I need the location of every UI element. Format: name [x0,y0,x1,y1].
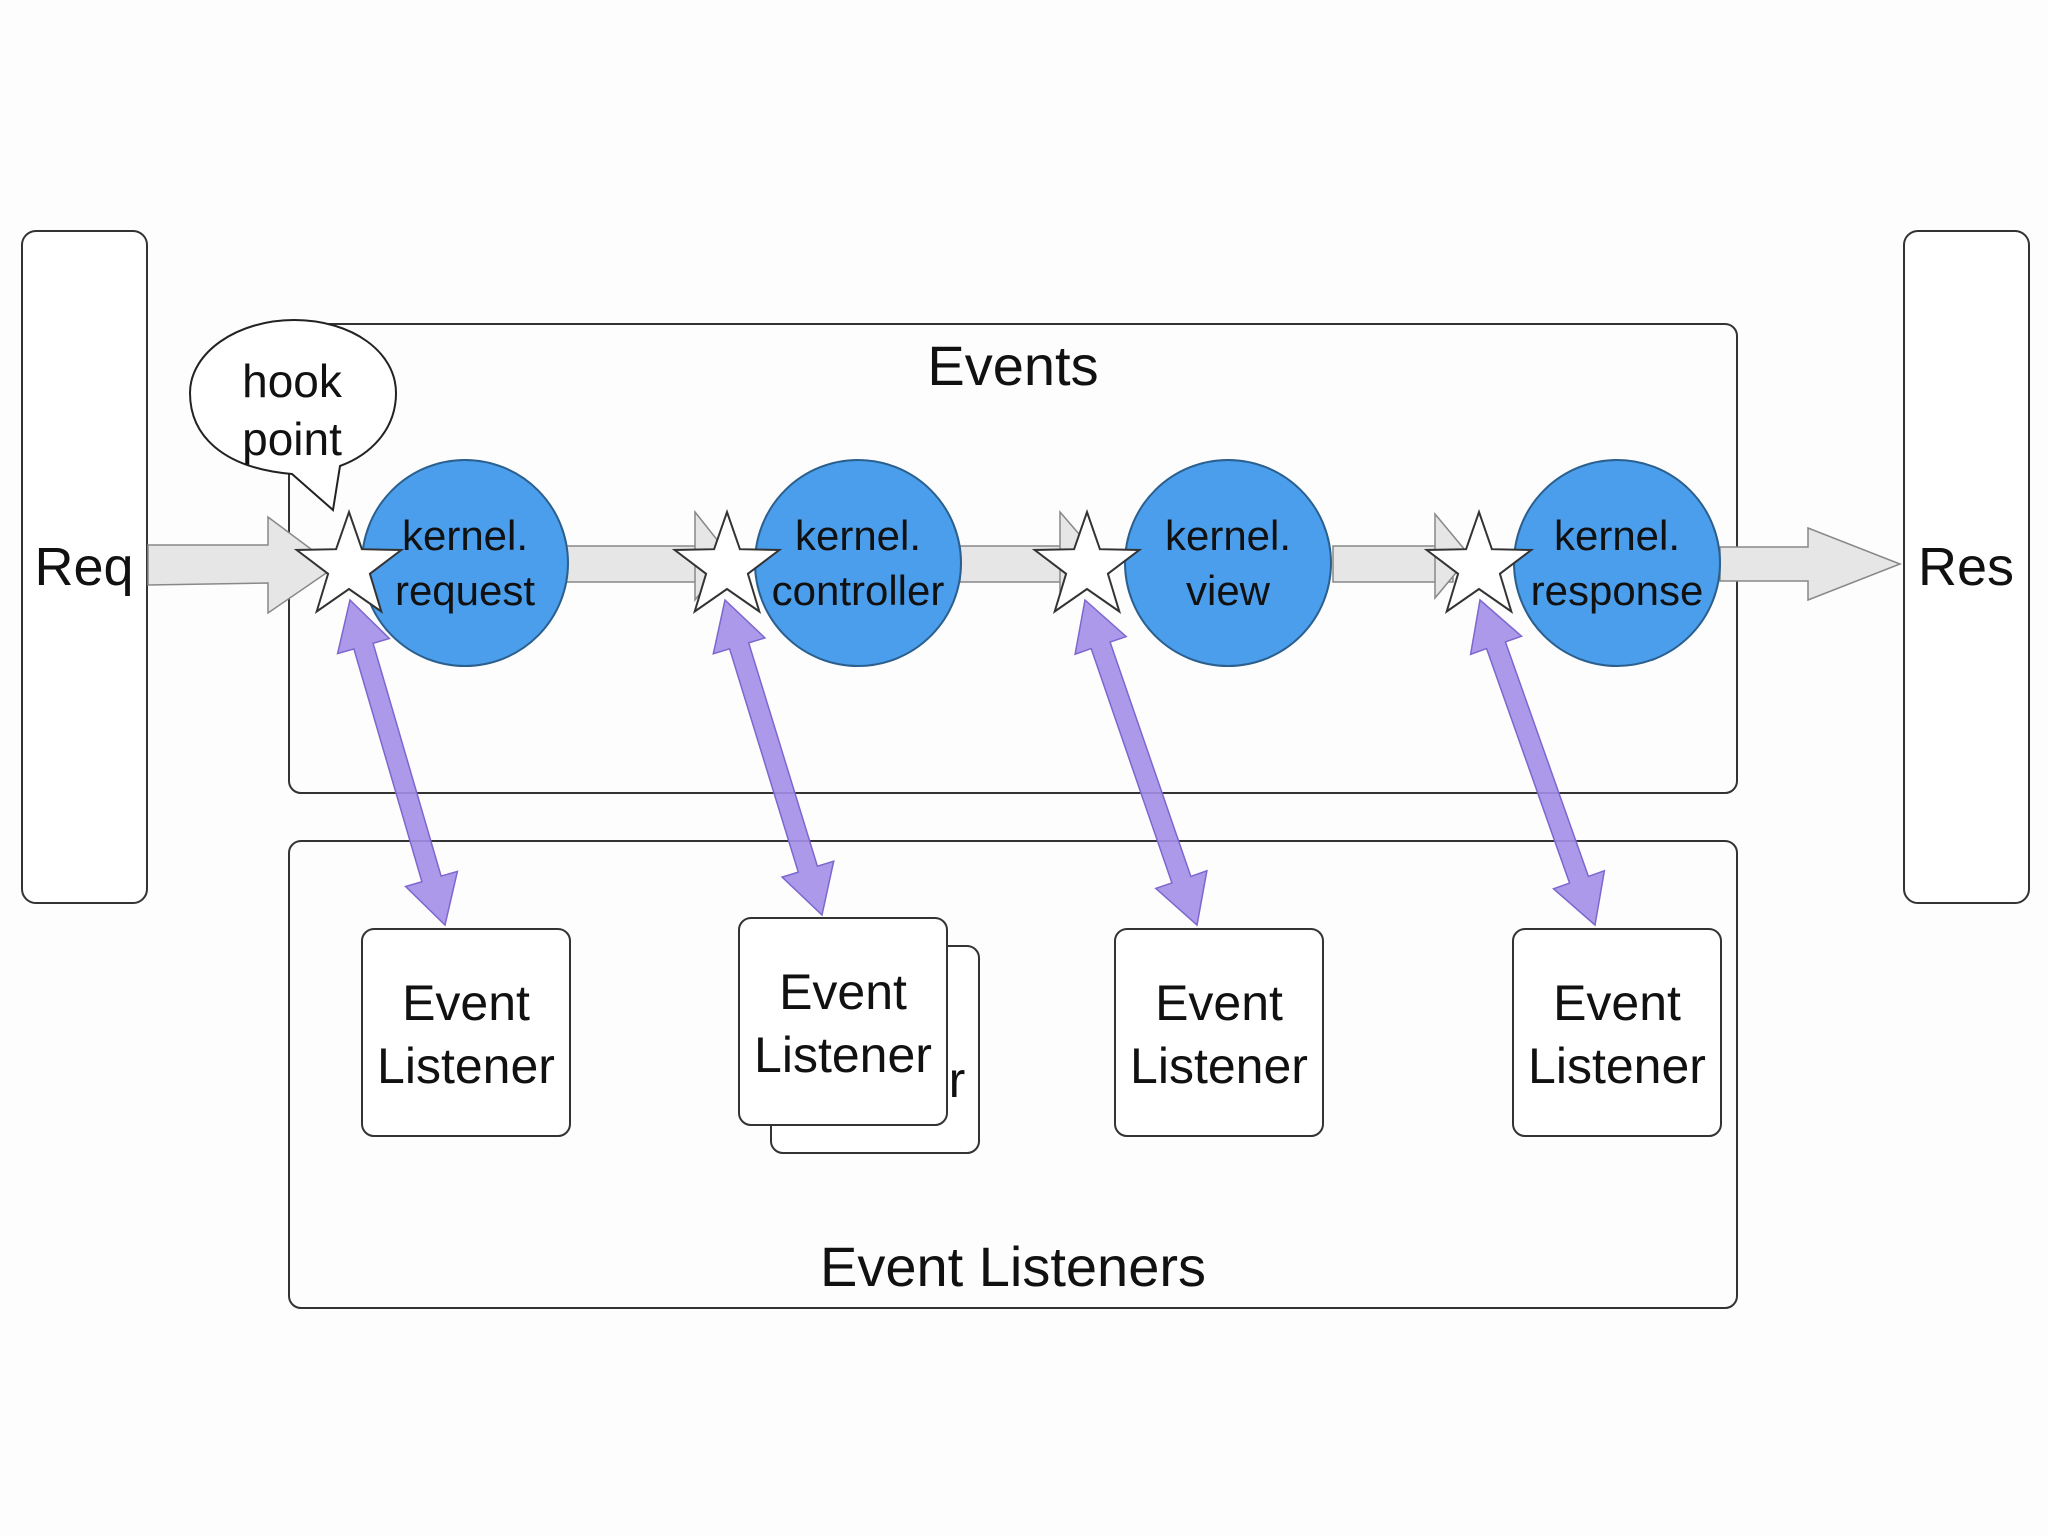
event-kernel-controller-line2: controller [772,567,945,614]
request-label: Req [34,537,133,597]
event-kernel-response-line2: response [1531,567,1704,614]
event-listener-2-line2: Listener [754,1027,932,1083]
listener-connector-arrow-1 [336,598,459,927]
event-listener-1[interactable]: Event Listener [361,928,571,1137]
listener-connector-arrow-3 [1074,598,1208,927]
flow-arrow-request-in [147,515,337,615]
hook-star-icon [671,508,783,614]
hook-point-line1: hook [242,355,343,407]
event-kernel-request-line2: request [395,567,535,614]
request-panel: Req [21,230,148,904]
event-kernel-response[interactable]: kernel. response [1513,459,1721,667]
listener-connector-arrow-4 [1469,598,1606,927]
hook-star-icon [1031,508,1143,614]
hook-point-callout: hook point [188,318,398,512]
event-circles: kernel. request kernel. controller kerne… [361,459,1721,667]
response-label: Res [1918,537,2014,597]
event-kernel-controller-line1: kernel. [795,512,921,559]
event-listener-3-line2: Listener [1130,1038,1308,1094]
hook-star-icon [293,508,405,614]
hook-point-line2: point [242,413,342,465]
hook-star-icon [1423,508,1535,614]
response-panel: Res [1903,230,2030,904]
event-kernel-view-line2: view [1186,567,1271,614]
event-listener-4-line2: Listener [1528,1038,1706,1094]
listener-boxes: Event Listener r Event Listener Event Li… [361,917,1722,1154]
event-listener-1-line2: Listener [377,1038,555,1094]
event-listener-2-line1: Event [779,964,907,1020]
listeners-group: Event Listeners [288,840,1738,1309]
event-listener-4[interactable]: Event Listener [1512,928,1722,1137]
event-listener-4-line1: Event [1553,975,1681,1031]
event-listener-3-line1: Event [1155,975,1283,1031]
event-listener-2-stack[interactable]: r Event Listener [738,917,980,1154]
listener-connector-arrow-2 [712,598,835,917]
event-kernel-controller[interactable]: kernel. controller [754,459,962,667]
listeners-group-title: Event Listeners [820,1235,1206,1298]
event-kernel-view-line1: kernel. [1165,512,1291,559]
event-kernel-request[interactable]: kernel. request [361,459,569,667]
event-listener-1-line1: Event [402,975,530,1031]
hook-stars [293,508,1535,614]
listener-connectors [336,598,1606,927]
events-group-title: Events [927,334,1098,397]
event-listener-2-back-glyph: r [949,1052,966,1108]
flow-arrow-response-out [1719,526,1903,602]
event-kernel-request-line1: kernel. [402,512,528,559]
event-listener-3[interactable]: Event Listener [1114,928,1324,1137]
event-kernel-response-line1: kernel. [1554,512,1680,559]
event-kernel-view[interactable]: kernel. view [1124,459,1332,667]
